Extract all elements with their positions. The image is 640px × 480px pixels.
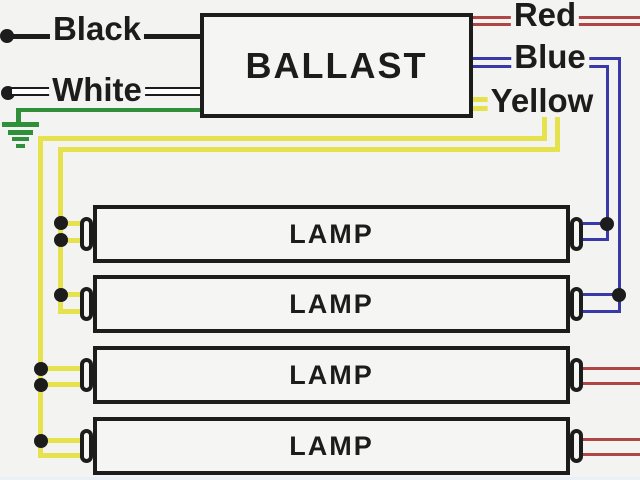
lamp2-cap-left xyxy=(80,287,93,321)
yellow-wire-right-vertical-inner xyxy=(542,106,547,141)
yellow-junction-dot-lamp1-top xyxy=(54,216,68,230)
blue-wire-lamp2-pin-top xyxy=(583,293,621,296)
blue-wire-outer-vertical xyxy=(618,57,621,313)
lamp2-cap-right xyxy=(570,287,583,321)
blue-wire-lamp2-pin-bottom xyxy=(583,310,621,313)
yellow-junction-dot-lamp3-top xyxy=(34,362,48,376)
ground-symbol-bar xyxy=(8,130,33,135)
white-wire-label: White xyxy=(49,73,145,106)
lamp3-label: LAMP xyxy=(289,359,374,390)
yellow-junction-dot-lamp4 xyxy=(34,434,48,448)
yellow-wire-lamp1-pin-bottom xyxy=(58,238,84,243)
lamp4-label: LAMP xyxy=(289,430,374,461)
blue-junction-dot-lamp1 xyxy=(600,217,614,231)
lamp2-box: LAMP xyxy=(93,275,570,333)
blue-wire-lamp1-pin-bottom xyxy=(583,238,609,241)
red-wire-label: Red xyxy=(510,0,580,31)
ground-symbol-bar xyxy=(2,122,39,127)
ground-symbol-bar xyxy=(16,144,25,148)
yellow-wire-label: Yellow xyxy=(487,84,597,117)
yellow-wire-lamp2-pin-bottom xyxy=(58,309,84,314)
yellow-wire-left-vertical-outer xyxy=(38,136,43,458)
yellow-wire-upper-horizontal xyxy=(38,136,547,141)
red-wire-lamp4-pin-bottom xyxy=(583,453,640,456)
yellow-wire-lamp1-pin-top xyxy=(58,221,84,226)
lamp3-cap-right xyxy=(570,358,583,392)
bottom-edge-strip xyxy=(0,477,640,480)
lamp4-cap-right xyxy=(570,429,583,463)
red-wire-lamp3-pin-bottom xyxy=(583,382,640,385)
red-wire-lamp3-pin-top xyxy=(583,367,640,370)
yellow-junction-dot-lamp1-bottom xyxy=(54,233,68,247)
yellow-wire-lamp4-pin-bottom xyxy=(38,453,84,458)
ground-wire-stem xyxy=(16,108,21,124)
blue-junction-dot-lamp2 xyxy=(612,288,626,302)
ground-symbol-bar xyxy=(12,137,29,141)
yellow-junction-dot-lamp2 xyxy=(54,288,68,302)
yellow-wire-lower-horizontal xyxy=(58,147,560,152)
lamp4-cap-left xyxy=(80,429,93,463)
lamp1-cap-right xyxy=(570,217,583,251)
yellow-wire-right-vertical-outer xyxy=(555,97,560,152)
yellow-wire-lamp3-pin-bottom xyxy=(38,382,84,387)
lamp3-box: LAMP xyxy=(93,346,570,404)
red-wire-lamp4-pin-top xyxy=(583,438,640,441)
lamp2-label: LAMP xyxy=(289,288,374,319)
black-wire-label: Black xyxy=(49,12,145,45)
white-wire-terminal-dot xyxy=(1,86,15,100)
ballast-label: BALLAST xyxy=(245,44,428,86)
lamp1-cap-left xyxy=(80,217,93,251)
blue-wire-label: Blue xyxy=(511,40,589,73)
ground-wire xyxy=(16,108,200,112)
lamp3-cap-left xyxy=(80,358,93,392)
yellow-junction-dot-lamp3-bottom xyxy=(34,378,48,392)
ballast-box: BALLAST xyxy=(200,13,473,118)
lamp4-box: LAMP xyxy=(93,417,570,475)
lamp1-box: LAMP xyxy=(93,205,570,263)
yellow-wire-lamp3-pin-top xyxy=(38,366,84,371)
lamp1-label: LAMP xyxy=(289,218,374,249)
yellow-wire-lamp2-pin-top xyxy=(58,292,84,297)
yellow-wire-lamp4-pin-top xyxy=(38,438,84,443)
yellow-wire-left-vertical-inner xyxy=(58,147,63,314)
blue-wire-lamp1-pin-top xyxy=(583,222,609,225)
blue-wire-inner-vertical xyxy=(606,65,609,241)
